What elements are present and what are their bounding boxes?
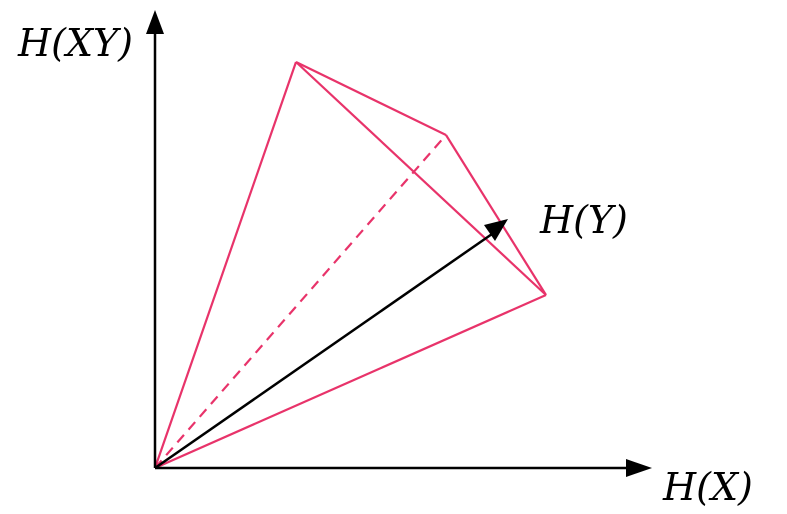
- x-axis-label: H(X): [662, 465, 753, 509]
- z-axis: [154, 232, 493, 470]
- cone-face-edge-top: [295, 61, 447, 136]
- cone: [153, 61, 547, 470]
- axes: [146, 10, 652, 477]
- cone-face-edge-diagonal: [295, 61, 547, 296]
- x-axis-arrowhead: [626, 459, 652, 477]
- cone-edge-left: [153, 61, 298, 469]
- cone-edge-bottom: [154, 293, 547, 470]
- z-axis-arrowhead: [484, 219, 508, 241]
- y-axis-label: H(XY): [17, 21, 133, 65]
- cone-face-edge-right: [445, 134, 547, 296]
- z-axis-label: H(Y): [539, 198, 628, 242]
- cone-edge-back-hidden: [154, 134, 447, 469]
- y-axis-arrowhead: [146, 10, 164, 34]
